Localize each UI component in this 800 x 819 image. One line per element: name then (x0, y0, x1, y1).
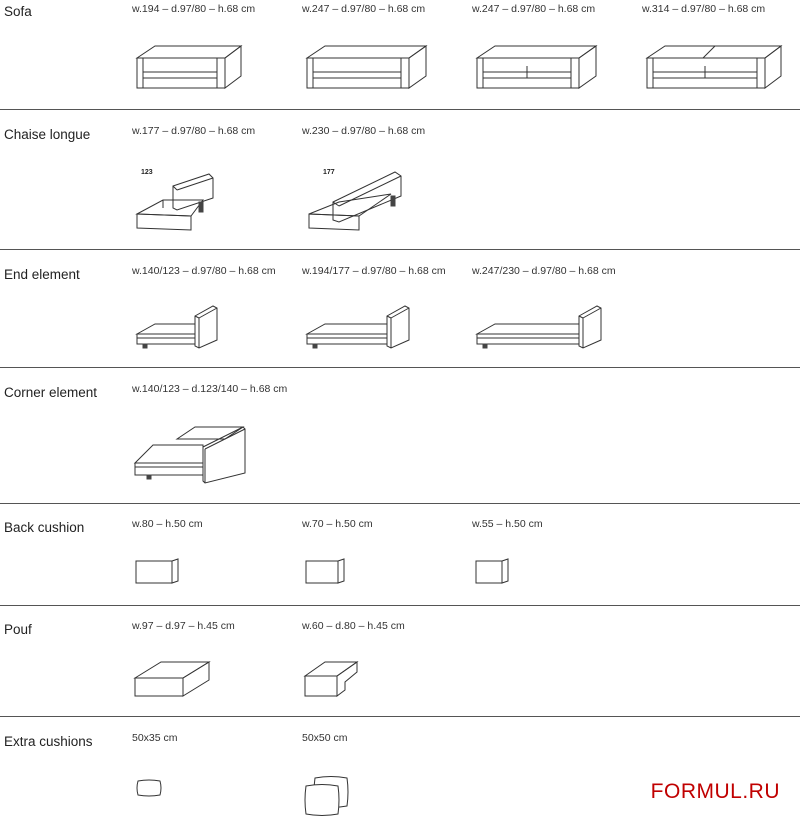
dim-chaise-1: w.177 – d.97/80 – h.68 cm (132, 125, 256, 137)
dim-end-3: w.247/230 – d.97/80 – h.68 cm (472, 265, 616, 277)
section-label-pouf: Pouf (4, 622, 32, 637)
chaise-mark-123: 123 (141, 169, 153, 176)
end-140-drawing (133, 304, 223, 352)
dim-sofa-4: w.314 – d.97/80 – h.68 cm (642, 3, 766, 15)
dim-end-2: w.194/177 – d.97/80 – h.68 cm (302, 265, 446, 277)
extra-cushion-50x35-drawing (135, 778, 163, 798)
back-cushion-80-drawing (134, 557, 180, 585)
dim-extra-1: 50x35 cm (132, 732, 178, 744)
section-label-sofa: Sofa (4, 4, 32, 19)
extra-cushion-50x50-drawing (303, 774, 351, 818)
dim-back-2: w.70 – h.50 cm (302, 518, 373, 530)
corner-140-drawing (133, 423, 253, 485)
section-label-chaise-longue: Chaise longue (4, 127, 91, 142)
dim-sofa-3: w.247 – d.97/80 – h.68 cm (472, 3, 596, 15)
chaise-230-drawing: 177 (303, 164, 413, 234)
sofa-247-split-drawing (475, 44, 600, 92)
dim-chaise-2: w.230 – d.97/80 – h.68 cm (302, 125, 426, 137)
end-247-drawing (473, 304, 608, 352)
section-label-extra-cushions: Extra cushions (4, 734, 93, 749)
pouf-60-drawing (303, 660, 363, 700)
chaise-mark-177: 177 (323, 169, 335, 176)
chaise-177-drawing: 123 (133, 164, 223, 234)
section-label-back-cushion: Back cushion (4, 520, 85, 535)
sofa-194-drawing (135, 44, 245, 92)
dim-corner-1: w.140/123 – d.123/140 – h.68 cm (132, 383, 288, 395)
back-cushion-55-drawing (474, 557, 510, 585)
dim-pouf-1: w.97 – d.97 – h.45 cm (132, 620, 235, 632)
brand-watermark: FORMUL.RU (650, 780, 780, 803)
divider-4 (0, 503, 800, 504)
dim-extra-2: 50x50 cm (302, 732, 348, 744)
section-label-corner-element: Corner element (4, 385, 98, 400)
divider-1 (0, 109, 800, 110)
dim-sofa-2: w.247 – d.97/80 – h.68 cm (302, 3, 426, 15)
dim-back-1: w.80 – h.50 cm (132, 518, 203, 530)
divider-6 (0, 716, 800, 717)
sofa-247-drawing (305, 44, 430, 92)
back-cushion-70-drawing (304, 557, 346, 585)
dim-end-1: w.140/123 – d.97/80 – h.68 cm (132, 265, 276, 277)
divider-2 (0, 249, 800, 250)
divider-5 (0, 605, 800, 606)
dim-back-3: w.55 – h.50 cm (472, 518, 543, 530)
end-194-drawing (303, 304, 415, 352)
divider-3 (0, 367, 800, 368)
sofa-314-drawing (645, 44, 785, 92)
pouf-97-drawing (133, 660, 213, 700)
dim-sofa-1: w.194 – d.97/80 – h.68 cm (132, 3, 256, 15)
section-label-end-element: End element (4, 267, 80, 282)
dim-pouf-2: w.60 – d.80 – h.45 cm (302, 620, 405, 632)
